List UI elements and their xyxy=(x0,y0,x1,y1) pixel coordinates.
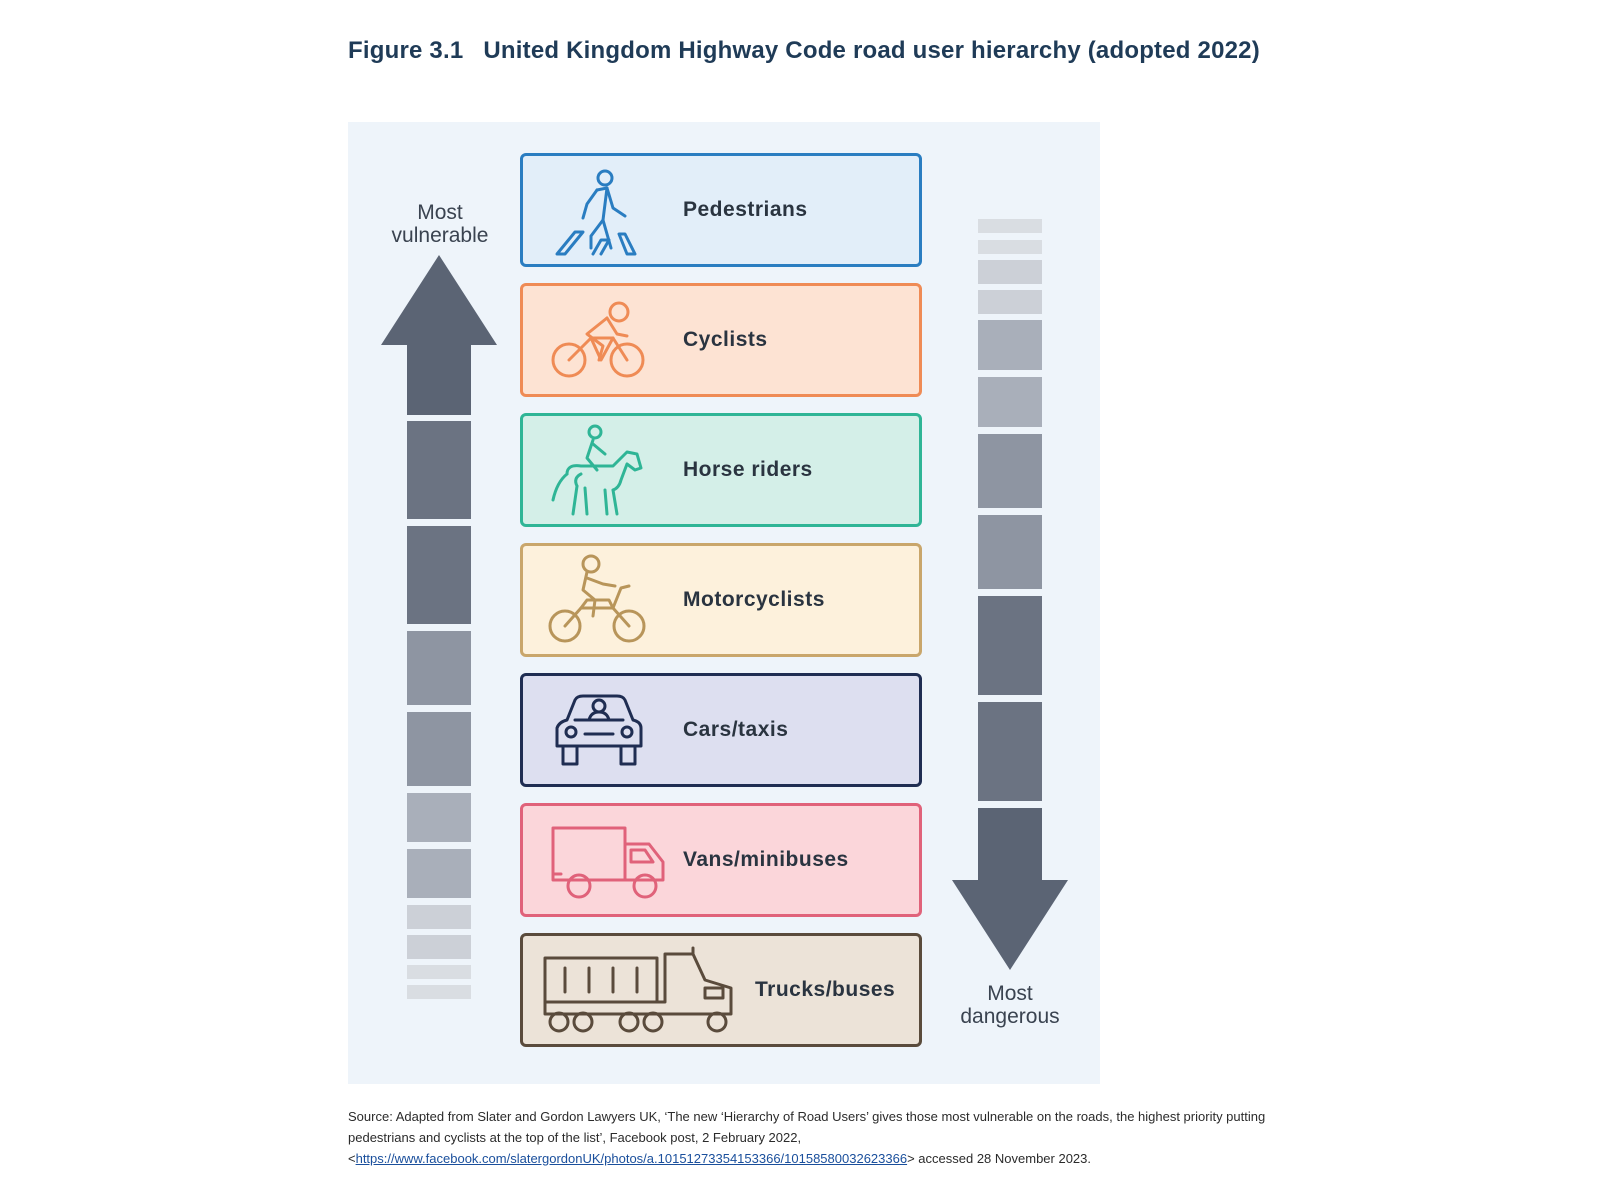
arrow-segment xyxy=(407,935,471,959)
down-arrow-head xyxy=(952,880,1068,970)
cyclist-icon xyxy=(551,301,645,378)
hierarchy-label: Cars/taxis xyxy=(683,718,789,741)
hierarchy-label: Motorcyclists xyxy=(683,588,825,611)
arrow-segment xyxy=(407,905,471,929)
arrow-segment xyxy=(978,290,1042,314)
arrow-segment xyxy=(407,793,471,842)
arrow-segment xyxy=(407,631,471,705)
most-dangerous-label: Most dangerous xyxy=(960,982,1060,1028)
hierarchy-label: Pedestrians xyxy=(683,198,808,221)
hierarchy-item-horse-riders: Horse riders xyxy=(520,413,922,527)
figure-title: Figure 3.1 United Kingdom Highway Code ro… xyxy=(348,34,1268,68)
pedestrian-icon xyxy=(555,169,637,256)
figure-number: Figure 3.1 xyxy=(348,37,464,64)
arrow-segment xyxy=(407,965,471,979)
arrow-segment xyxy=(978,320,1042,370)
most-vulnerable-label: Most vulnerable xyxy=(391,201,489,247)
arrow-segment xyxy=(978,702,1042,801)
van-icon xyxy=(551,826,665,899)
arrow-segment xyxy=(978,260,1042,284)
arrow-segment xyxy=(978,240,1042,254)
arrow-segment xyxy=(978,377,1042,427)
arrow-segment xyxy=(978,808,1042,880)
source-suffix: > accessed 28 November 2023. xyxy=(907,1151,1091,1166)
hierarchy-item-cars-taxis: Cars/taxis xyxy=(520,673,922,787)
hierarchy-item-pedestrians: Pedestrians xyxy=(520,153,922,267)
car-icon xyxy=(555,694,643,766)
arrow-segment xyxy=(407,526,471,624)
arrow-segment xyxy=(978,515,1042,589)
arrow-segment xyxy=(407,712,471,786)
source-link[interactable]: https://www.facebook.com/slatergordonUK/… xyxy=(355,1151,908,1166)
arrow-segment xyxy=(978,219,1042,233)
hierarchy-label: Trucks/buses xyxy=(755,978,896,1001)
hierarchy-label: Vans/minibuses xyxy=(683,848,849,871)
source-prefix: Source: Adapted from Slater and Gordon L… xyxy=(348,1109,1266,1166)
hierarchy-item-trucks-buses: Trucks/buses xyxy=(520,933,922,1047)
horse-rider-icon xyxy=(551,424,643,516)
figure-title-text: United Kingdom Highway Code road user hi… xyxy=(483,37,1260,64)
hierarchy-item-vans-minibuses: Vans/minibuses xyxy=(520,803,922,917)
source-note: Source: Adapted from Slater and Gordon L… xyxy=(348,1106,1268,1169)
arrow-segment xyxy=(407,421,471,519)
hierarchy-item-cyclists: Cyclists xyxy=(520,283,922,397)
arrow-segment xyxy=(978,434,1042,508)
truck-icon xyxy=(543,946,733,1033)
arrow-segment xyxy=(407,849,471,898)
arrow-segment xyxy=(407,985,471,999)
motorcyclist-icon xyxy=(548,554,646,643)
arrow-segment xyxy=(978,596,1042,695)
hierarchy-label: Horse riders xyxy=(683,458,813,481)
arrow-segment xyxy=(407,344,471,415)
hierarchy-item-motorcyclists: Motorcyclists xyxy=(520,543,922,657)
hierarchy-label: Cyclists xyxy=(683,328,768,351)
up-arrow-head xyxy=(381,255,497,345)
